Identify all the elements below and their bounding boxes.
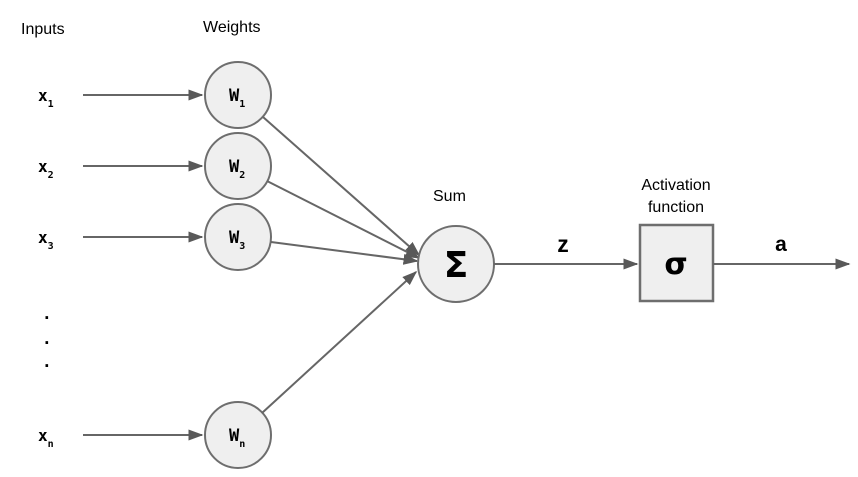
input-x3-sub: 3	[48, 241, 54, 252]
inputs-heading: Inputs	[21, 21, 65, 38]
weights-heading: Weights	[203, 19, 261, 36]
sum-symbol: Σ	[444, 245, 469, 286]
activation-heading-line1: Activation	[641, 177, 710, 194]
input-x1-sub: 1	[48, 99, 54, 110]
weight-label-w2: W2	[229, 157, 245, 181]
weight-w3-base: W	[229, 228, 240, 248]
input-xn-base: x	[38, 426, 48, 445]
weight-w2-sub: 2	[239, 170, 245, 181]
weight-label-w3: W3	[229, 228, 245, 252]
activation-box	[638, 223, 715, 303]
arrow-w3-to-sum	[270, 241, 419, 265]
ellipsis-dot-1: .	[42, 304, 52, 323]
arrow-w1-to-sum	[262, 116, 421, 256]
input-label-xn: xn	[38, 426, 54, 450]
weight-label-w1: W1	[229, 86, 245, 110]
arrow-wn-to-sum	[261, 270, 418, 414]
input-label-x2: x2	[38, 157, 54, 181]
input-label-x3: x3	[38, 228, 54, 252]
signal-label-z: z	[557, 231, 569, 257]
input-xn-sub: n	[48, 439, 54, 450]
weight-w1-base: W	[229, 86, 240, 106]
ellipsis-dot-3: .	[42, 352, 52, 371]
activation-heading-line2: function	[648, 199, 704, 216]
weight-w3-sub: 3	[239, 241, 245, 252]
sum-heading: Sum	[433, 188, 466, 205]
weight-wn-sub: n	[239, 439, 245, 450]
weight-node-wn	[204, 401, 272, 469]
input-label-x1: x1	[38, 86, 54, 110]
activation-symbol: σ	[664, 247, 687, 282]
weight-wn-base: W	[229, 426, 240, 446]
weight-node-w2	[204, 132, 272, 200]
signal-label-a: a	[775, 233, 787, 256]
weight-node-w3	[204, 203, 272, 271]
ellipsis-dot-2: .	[42, 329, 52, 348]
weight-label-wn: Wn	[229, 426, 245, 450]
weight-node-w1	[204, 61, 272, 129]
weight-w2-base: W	[229, 157, 240, 177]
arrow-w2-to-sum	[266, 180, 421, 259]
input-x3-base: x	[38, 228, 48, 247]
input-x2-sub: 2	[48, 170, 54, 181]
input-x2-base: x	[38, 157, 48, 176]
input-x1-base: x	[38, 86, 48, 105]
weight-w1-sub: 1	[239, 99, 245, 110]
